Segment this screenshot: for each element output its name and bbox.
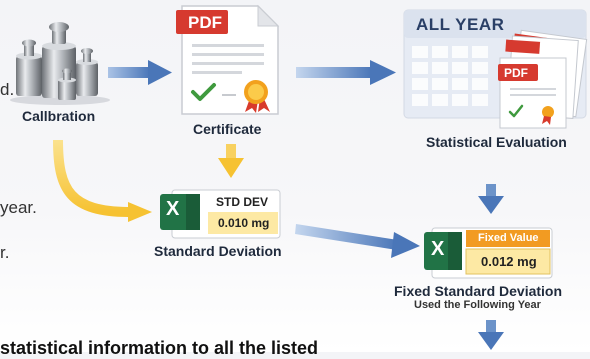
arrow-certificate-to-all-year [296,60,396,85]
all-year-header: ALL YEAR [416,15,505,34]
calendar-documents-icon [403,9,588,129]
fixed-header: Fixed Value [478,232,539,244]
standard-deviation-label: Standard Deviation [154,243,282,259]
certificate-pdf-badge: PDF [188,13,222,32]
arrow-fixed-down [478,320,504,350]
fixed-value: 0.012 mg [481,254,537,269]
weights-icon [10,22,110,105]
stddev-header: STD DEV [216,195,269,209]
stddev-excel-x: X [166,198,180,220]
fixed-standard-deviation-label: Fixed Standard Deviation [394,283,563,299]
left-fragment-3: r. [0,243,10,262]
statistical-evaluation-label: Statistical Evaluation [426,134,567,150]
fixed-excel-x: X [431,238,445,260]
certificate-label: Certificate [193,121,262,137]
fixed-sublabel: Used the Following Year [414,299,541,311]
left-fragment-1: d. [0,80,15,99]
stddev-card-graphic [160,189,281,239]
left-fragment-2: year. [0,198,37,217]
stddev-value: 0.010 mg [218,216,270,230]
arrow-allyear-to-fixed [478,184,504,214]
arrow-certificate-to-stddev [218,144,244,178]
fixed-card-graphic [424,227,553,279]
arrow-calibration-to-certificate [108,60,172,85]
bottom-text: statistical information to all the liste… [0,338,319,358]
calibration-label: Callbration [22,108,96,124]
certificate-document-icon [176,4,280,115]
all-year-pdf-badge: PDF [504,66,528,80]
arrow-calibration-to-stddev [53,139,152,222]
arrow-stddev-to-fixed [295,224,420,258]
